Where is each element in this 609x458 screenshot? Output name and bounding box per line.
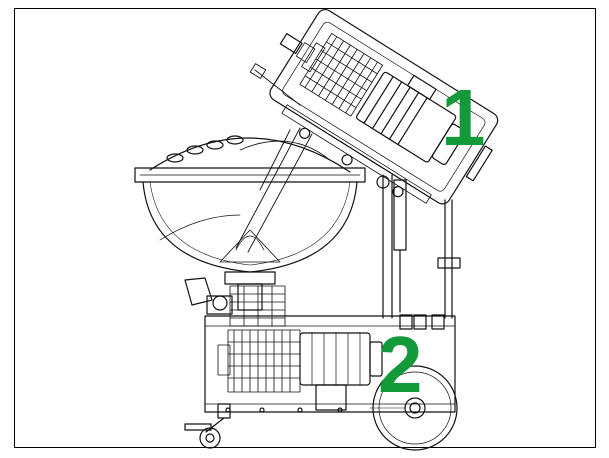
bowl-body <box>142 181 358 273</box>
mixer-shaft <box>235 63 313 253</box>
large-wheel <box>369 365 458 451</box>
gearbox <box>295 33 383 117</box>
caster-wheel <box>184 403 231 449</box>
lower-pump <box>217 329 301 393</box>
bowl-bracket <box>184 277 233 315</box>
head-motor <box>356 71 466 166</box>
callout-label-2: 2 <box>378 320 423 409</box>
bowl-lid <box>149 137 351 173</box>
head-housing <box>269 8 499 205</box>
bowl-rim <box>134 167 366 183</box>
mixing-bowl <box>134 135 366 311</box>
pump-coupling <box>229 285 286 327</box>
callout-label-1: 1 <box>441 73 486 162</box>
base-motor <box>299 332 383 411</box>
support-column <box>376 174 461 330</box>
base-frame <box>204 315 456 413</box>
base-chassis <box>204 315 456 413</box>
drawing-frame <box>14 8 596 448</box>
tilted-motor-head <box>269 8 499 205</box>
